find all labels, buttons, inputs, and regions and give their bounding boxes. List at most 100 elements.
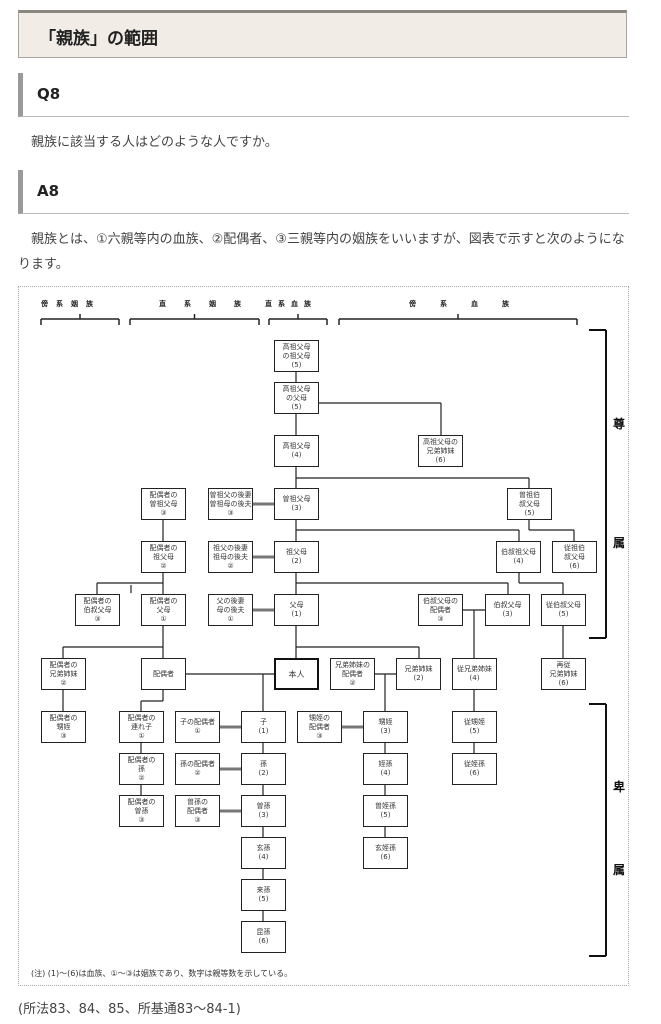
degree-label: (4) [258,853,269,861]
degree-label: (5) [469,727,480,735]
degree-label: (1) [258,727,269,735]
degree-label: ② [160,561,167,570]
kinship-diagram: 傍系姻族 直系姻族 直系血族 傍系血族 尊 属 卑 属 (注) (1)〜(6)は… [18,286,629,986]
relative-box: 曽祖伯叔父母(5) [507,488,552,520]
relative-name: 祖母の後夫 [213,552,248,561]
degree-label: ③ [60,731,67,740]
degree-label: ② [227,561,234,570]
relative-box: 玄姪孫(6) [363,837,408,869]
relative-name: 伯叔父母 [83,605,112,614]
question-heading: Q8 [18,73,629,117]
relative-box: 曽祖父母(3) [274,488,319,520]
degree-label: ① [160,614,167,623]
degree-label: (3) [502,610,513,618]
relative-name: 配偶者の [149,490,178,499]
relative-name: 曽孫 [256,802,271,810]
degree-label: ② [194,769,201,777]
header-lineal-blood: 直系血族 [265,300,317,308]
answer-label: A8 [37,182,60,200]
relative-name: 孫 [260,760,267,768]
relative-name: 配偶者の [49,660,78,669]
degree-label: (5) [258,895,269,903]
header-lineal-affinity: 直系姻族 [159,300,259,308]
header-collateral-blood: 傍系血族 [409,300,533,308]
degree-label: (6) [569,561,580,570]
relative-name: 配偶者の [127,755,156,764]
relative-name: 兄弟姉妹 [49,669,78,678]
descendant-label-1: 卑 [613,780,626,794]
degree-label: (6) [258,937,269,945]
relative-box: 高祖父母(4) [274,435,319,467]
relative-name: の父母 [286,393,307,402]
ascendant-label-1: 尊 [613,417,626,431]
relative-name: 従甥姪 [464,718,485,726]
relative-name: 高祖父母 [282,442,311,450]
relative-name: 甥姪 [378,718,393,726]
relative-name: 甥姪 [56,722,71,731]
degree-label: ① [194,727,201,735]
relative-name: 兄弟姉妹 [404,665,433,673]
relative-name: 高祖父母 [282,342,311,351]
relative-box: 高祖父母の祖父母(5) [274,340,319,372]
relative-name: 伯叔父母の [423,596,458,605]
relative-name: 叔父母 [564,552,585,561]
relative-box: 祖父母(2) [274,541,319,573]
relative-name: 玄姪孫 [375,844,396,852]
relative-name: 父母 [289,601,304,609]
relative-name: 従兄弟姉妹 [457,665,492,673]
relative-name: 甥姪の [309,713,330,722]
degree-label: ② [60,678,67,687]
relative-box: 伯叔父母(3) [485,594,530,626]
relative-name: 兄弟姉妹 [426,446,455,455]
relative-name: 配偶者 [153,669,174,678]
relative-name: 叔父母 [519,499,540,508]
relative-name: 祖父の後妻 [213,543,248,552]
relative-box: 子(1) [241,711,286,743]
degree-label: (5) [524,508,535,517]
degree-label: (5) [291,360,302,369]
section-title-text: 「親族」の範囲 [39,29,158,49]
degree-label: (1) [291,610,302,618]
answer-heading: A8 [18,170,629,214]
degree-label: (6) [469,769,480,777]
relative-box: 玄孫(4) [241,837,286,869]
relative-name: 祖父母 [153,552,174,561]
relative-name: 曽祖父母 [149,499,178,508]
relative-box: 曽孫(3) [241,795,286,827]
relative-name: 玄孫 [256,844,271,852]
degree-label: ② [138,773,145,782]
relative-name: 曽孫の [187,797,208,806]
relative-box: 姪孫(4) [363,753,408,785]
relative-name: 従伯叔父母 [546,601,581,609]
relative-box: 曽姪孫(5) [363,795,408,827]
relative-name: 再従 [556,660,571,669]
question-text: 親族に該当する人はどのような人ですか。 [31,135,278,150]
relative-name: の祖父母 [282,351,311,360]
relative-box: 父母(1) [274,594,319,626]
relative-name: 子 [260,718,267,726]
degree-label: (4) [513,557,524,565]
degree-label: ③ [437,614,444,623]
relative-name: 伯叔祖父母 [501,548,536,556]
relative-box: 来孫(5) [241,879,286,911]
relative-name: 父母 [156,605,171,614]
degree-label: (5) [291,402,302,411]
degree-label: ① [138,731,145,740]
degree-label: ③ [160,508,167,517]
degree-label: (6) [558,678,569,687]
relative-name: 配偶者の [49,713,78,722]
relative-box: 高祖父母の兄弟姉妹(6) [418,435,463,467]
degree-label: ③ [138,815,145,824]
relative-box: 従祖伯叔父母(6) [552,541,597,573]
connector-lines [40,314,607,957]
